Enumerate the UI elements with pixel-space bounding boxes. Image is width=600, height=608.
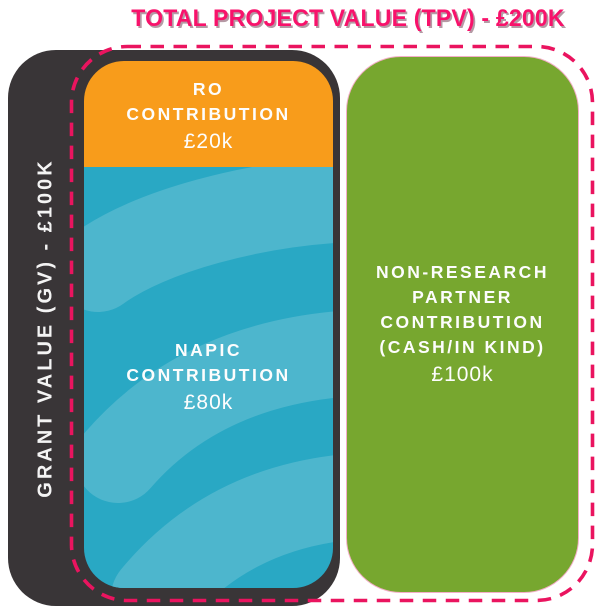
ro-value: £20k: [183, 129, 234, 153]
total-project-value-title: TOTAL PROJECT VALUE (TPV) - £200K: [131, 5, 565, 32]
grant-contributions-stack: RO CONTRIBUTION £20k NAPIC CONTRIBUTION …: [84, 61, 333, 588]
ro-label-line1: RO: [192, 78, 225, 99]
partner-label-line1: NON-RESEARCH: [376, 262, 549, 282]
napic-label-line2: CONTRIBUTION: [126, 365, 291, 385]
partner-label-line4: (CASH/IN KIND): [379, 337, 546, 357]
napic-label-line1: NAPIC: [175, 340, 242, 360]
ribbon-pattern: [84, 167, 333, 588]
partner-value: £100k: [431, 363, 494, 386]
ro-label-line2: CONTRIBUTION: [126, 103, 291, 124]
partner-label-line3: CONTRIBUTION: [380, 312, 545, 332]
grant-value-label: GRANT VALUE (GV) - £100K: [34, 158, 57, 498]
napic-value: £80k: [183, 391, 234, 414]
partner-contribution-block: NON-RESEARCH PARTNER CONTRIBUTION (CASH/…: [347, 57, 578, 592]
napic-contribution-block: NAPIC CONTRIBUTION £80k: [84, 167, 333, 588]
napic-text: NAPIC CONTRIBUTION £80k: [84, 167, 333, 588]
partner-label-line2: PARTNER: [412, 287, 513, 307]
ro-contribution-block: RO CONTRIBUTION £20k: [84, 61, 333, 167]
